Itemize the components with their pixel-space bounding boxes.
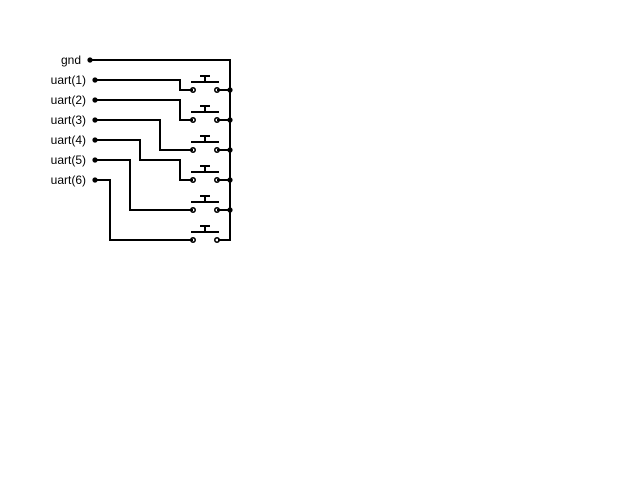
junction-gnd-3 (227, 147, 233, 153)
net-label-uart2: uart(2) (51, 93, 86, 107)
net-label-uart1: uart(1) (51, 73, 86, 87)
junction-gnd-4 (227, 177, 233, 183)
net-label-uart6: uart(6) (51, 173, 86, 187)
push-button-sw2[interactable] (190, 105, 221, 124)
wire-uart6 (95, 179, 193, 241)
wire-uart4 (95, 139, 193, 181)
push-button-sw6[interactable] (190, 225, 221, 244)
junction-gnd-2 (227, 117, 233, 123)
junction-gnd-5 (227, 207, 233, 213)
wire-uart2 (95, 99, 193, 121)
wire-uart1 (95, 79, 193, 91)
net-label-uart4: uart(4) (51, 133, 86, 147)
push-button-sw1[interactable] (190, 75, 221, 94)
wire-uart3 (95, 119, 193, 151)
push-button-sw5[interactable] (190, 195, 221, 214)
net-label-uart3: uart(3) (51, 113, 86, 127)
wire-uart5 (95, 159, 193, 211)
push-button-sw4[interactable] (190, 165, 221, 184)
push-button-sw3[interactable] (190, 135, 221, 154)
net-label-gnd: gnd (61, 53, 81, 67)
net-label-uart5: uart(5) (51, 153, 86, 167)
junction-gnd-1 (227, 87, 233, 93)
